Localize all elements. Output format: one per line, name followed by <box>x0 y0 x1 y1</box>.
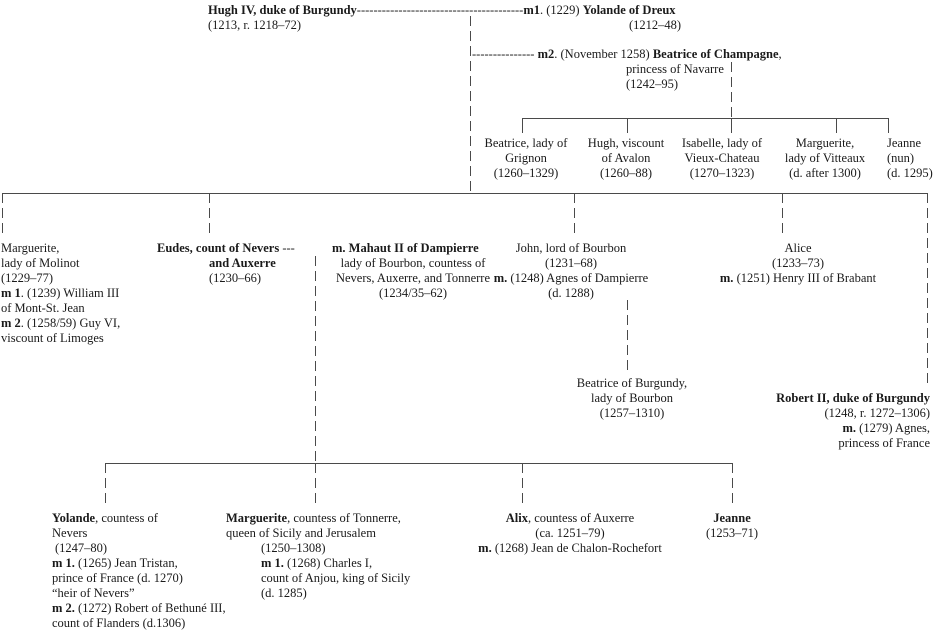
child-hugh-avalon: Hugh, viscount of Avalon (1260–88) <box>587 136 665 180</box>
mahaut-details: lady of Bourbon, countess of Nevers, Aux… <box>335 256 491 300</box>
hugh-iv-dates: (1213, r. 1218–72) <box>208 18 302 32</box>
child-marguerite-molinot: Marguerite, lady of Molinot (1229–77) m … <box>1 241 121 345</box>
grandchild-jeanne: Jeanne (1253–71) <box>705 511 759 540</box>
grandchild-alix-auxerre: Alix, countess of Auxerre (ca. 1251–79) … <box>478 511 662 555</box>
marguerite-tonnerre-details: (1250–1308) m 1. (1268) Charles I, count… <box>261 541 411 600</box>
marriage-dashes: ---------------------------------------- <box>356 3 524 17</box>
eudes-title-line2: and Auxerre <box>209 256 276 270</box>
marriage-label-m1: m1 <box>523 3 540 17</box>
child-marguerite-vitteaux: Marguerite, lady of Vitteaux (d. after 1… <box>784 136 866 180</box>
marriage-date-m1: . (1229) <box>539 3 583 17</box>
beatrice-champagne-name: Beatrice of Champagne <box>652 47 779 61</box>
child-john-bourbon: John, lord of Bourbon (1231–68) m. (1248… <box>493 241 649 300</box>
child-isabelle-vieux-chateau: Isabelle, lady of Vieux-Chateau (1270–13… <box>681 136 763 180</box>
child-jeanne-nun: Jeanne (nun) (d. 1295) <box>887 136 933 180</box>
beatrice-champagne-title: princess of Navarre <box>626 62 724 76</box>
grandchild-beatrice-bourbon: Beatrice of Burgundy, lady of Bourbon (1… <box>576 376 688 420</box>
marriage-label-m2: m2 <box>537 47 555 61</box>
hugh-iv-entry: Hugh IV, duke of Burgundy---------------… <box>208 3 676 18</box>
grandchild-yolande-nevers: Yolande, countess of Nevers (1247–80) m … <box>52 511 226 630</box>
mahaut-name: m. Mahaut II of Dampierre <box>332 241 479 255</box>
second-marriage-dashes: --------------- <box>472 47 535 61</box>
child-beatrice-grignon: Beatrice, lady of Grignon (1260–1329) <box>484 136 568 180</box>
child-robert-ii: Robert II, duke of Burgundy (1248, r. 12… <box>776 391 930 450</box>
second-marriage-entry: --------------- m2. (November 1258) Beat… <box>472 47 782 61</box>
eudes-marriage-dashes: --- <box>279 241 295 255</box>
beatrice-champagne-dates: (1242–95) <box>626 77 679 91</box>
grandchild-marguerite-tonnerre: Marguerite, countess of Tonnerre, queen … <box>226 511 401 540</box>
hugh-iv-name: Hugh IV, duke of Burgundy <box>208 3 357 17</box>
marriage-date-m2: . (November 1258) <box>554 47 653 61</box>
child-eudes-nevers: Eudes, count of Nevers --- <box>157 241 295 256</box>
eudes-name: Eudes, count of Nevers <box>157 241 280 255</box>
yolande-dreux-name: Yolande of Dreux <box>582 3 676 17</box>
eudes-dates: (1230–66) <box>209 271 262 285</box>
child-alice: Alice (1233–73) m. (1251) Henry III of B… <box>719 241 877 285</box>
yolande-dreux-dates: (1212–48) <box>629 18 682 32</box>
